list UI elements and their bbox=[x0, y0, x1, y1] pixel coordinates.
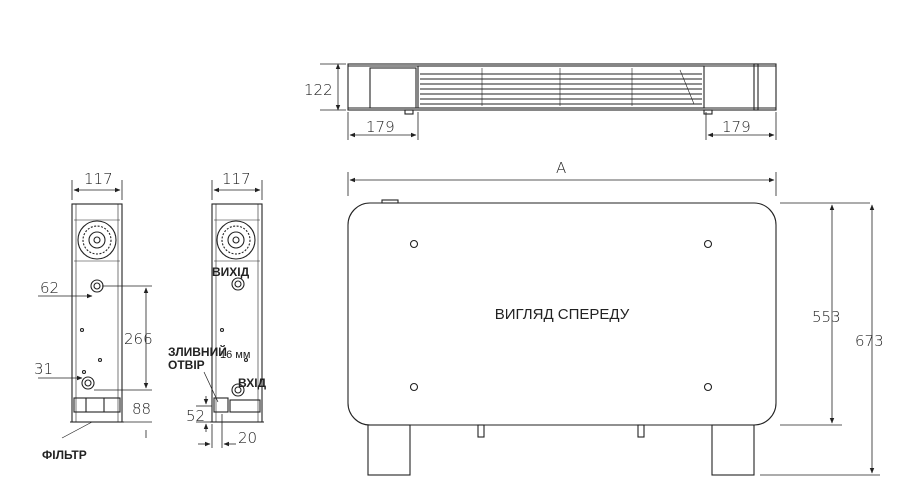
top-right-dim: 179 bbox=[722, 118, 751, 136]
fan-icon bbox=[216, 220, 256, 260]
top-view-outline bbox=[347, 63, 777, 111]
outlet-port bbox=[90, 279, 104, 293]
filter-label: ФІЛЬТР bbox=[42, 448, 87, 462]
outlet-port bbox=[231, 277, 245, 291]
side-view-left bbox=[38, 180, 152, 439]
dim-20: 20 bbox=[238, 429, 257, 447]
drain-label-line2: ОТВІР bbox=[168, 358, 205, 372]
left-leg bbox=[367, 424, 411, 476]
filter-block bbox=[73, 397, 121, 413]
inlet-port bbox=[231, 383, 245, 397]
dim-62: 62 bbox=[40, 279, 59, 297]
dim-52: 52 bbox=[186, 407, 205, 425]
drain-label-line1: ЗЛИВНИЙ bbox=[168, 344, 227, 359]
front-total-height-dim: 673 bbox=[855, 332, 884, 350]
dim-88: 88 bbox=[132, 400, 151, 418]
right-width-dim: 117 bbox=[222, 170, 251, 188]
mount-hole bbox=[703, 382, 713, 392]
dim-266: 266 bbox=[124, 330, 153, 348]
mount-hole bbox=[409, 239, 419, 249]
front-view-outline bbox=[347, 202, 777, 426]
side-view-right bbox=[196, 180, 264, 448]
front-width-dim: A bbox=[556, 159, 566, 177]
pipe-size-label: 16 мм bbox=[220, 349, 250, 361]
inlet-port bbox=[81, 376, 95, 390]
front-view bbox=[347, 172, 880, 476]
top-left-dim: 179 bbox=[366, 118, 395, 136]
top-height-dim: 122 bbox=[304, 81, 333, 99]
front-inner-height-dim: 553 bbox=[812, 308, 841, 326]
mount-hole bbox=[409, 382, 419, 392]
top-view bbox=[320, 63, 777, 140]
dim-31: 31 bbox=[34, 360, 53, 378]
left-width-dim: 117 bbox=[84, 170, 113, 188]
top-view-panel bbox=[369, 67, 417, 109]
mount-hole bbox=[703, 239, 713, 249]
inlet-label: ВХІД bbox=[238, 376, 267, 390]
drain-outlet bbox=[213, 397, 229, 413]
front-view-title: ВИГЛЯД СПЕРЕДУ bbox=[495, 306, 630, 323]
outlet-label: ВИХІД bbox=[212, 265, 250, 279]
right-leg bbox=[711, 424, 755, 476]
fan-icon bbox=[77, 220, 117, 260]
top-view-grille bbox=[417, 65, 705, 109]
